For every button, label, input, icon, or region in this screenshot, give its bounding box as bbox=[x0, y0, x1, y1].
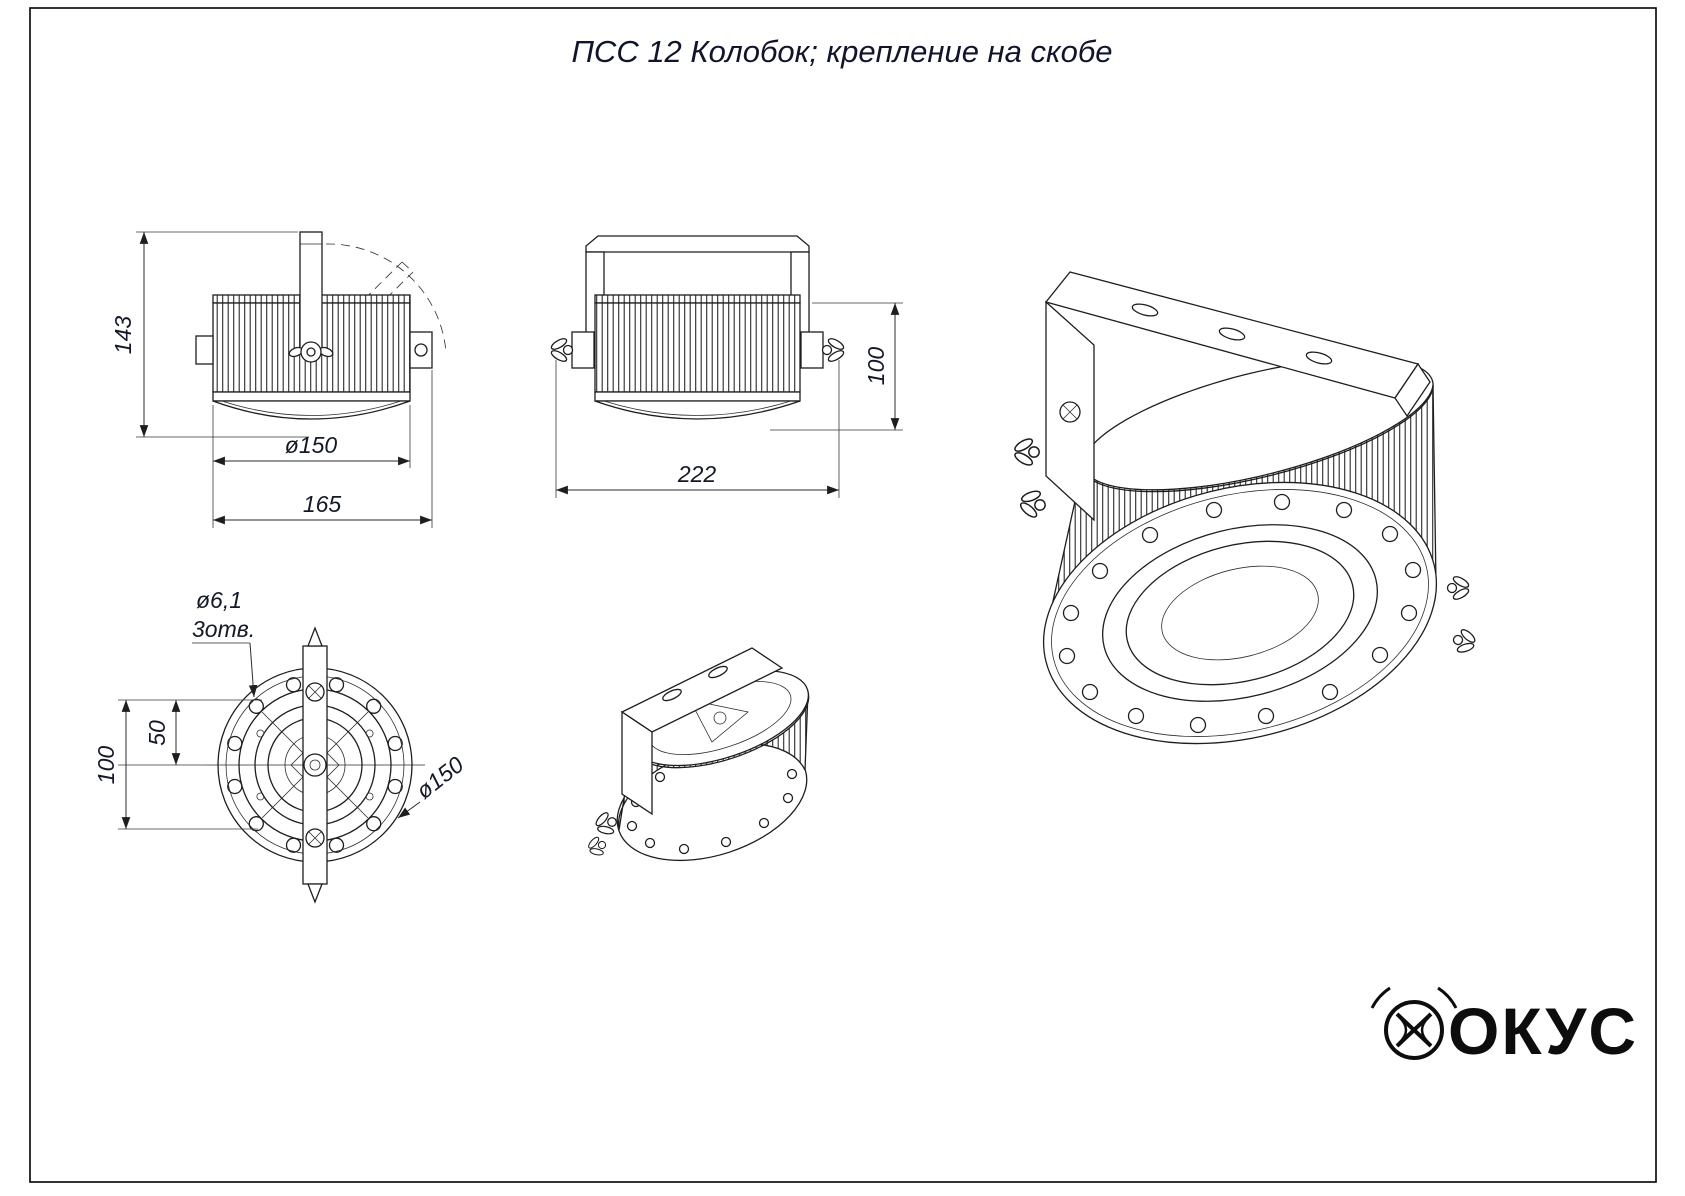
logo-text: ОКУС bbox=[1448, 994, 1638, 1068]
side-height-dim-label: 100 bbox=[863, 347, 889, 386]
pivot-screw bbox=[300, 341, 322, 363]
bracket-handle-bar bbox=[585, 235, 810, 253]
side-view: 100 222 bbox=[549, 235, 903, 498]
plate-slot bbox=[1305, 351, 1333, 365]
plate-slot bbox=[708, 665, 728, 679]
front-height-dim-label: 143 bbox=[110, 316, 136, 355]
rotation-arc bbox=[325, 243, 447, 353]
reflector bbox=[689, 699, 749, 743]
front-width-dim-label: 165 bbox=[303, 491, 342, 517]
bar-tip-top bbox=[307, 626, 323, 647]
plate-slot bbox=[662, 688, 682, 702]
plate-fold bbox=[1394, 362, 1431, 418]
heatsink-top-cap bbox=[594, 294, 801, 304]
lens-dome bbox=[212, 400, 411, 420]
center-hub bbox=[303, 753, 327, 777]
lens-inner-line bbox=[221, 400, 402, 416]
hole-ring bbox=[1058, 493, 1422, 734]
bar-tip-bottom bbox=[307, 883, 323, 904]
bracket-stem bbox=[299, 231, 323, 354]
clamp-plate bbox=[621, 710, 653, 816]
lens-inner-line bbox=[603, 400, 792, 416]
plate-slot bbox=[1131, 303, 1159, 317]
hole-note-leader bbox=[248, 642, 258, 698]
bottom-view: ø6,1 3отв. 50 100 ø150 bbox=[93, 587, 469, 904]
front-lens-dia-dim-label: ø150 bbox=[285, 432, 338, 458]
heatsink-fins bbox=[594, 302, 801, 393]
lens-bezel bbox=[1101, 524, 1379, 702]
plate-slot bbox=[1218, 327, 1246, 341]
drawing-title: ПСС 12 Колобок; крепление на скобе bbox=[571, 34, 1112, 69]
right-clamp-tab bbox=[800, 331, 824, 369]
left-clamp-tab bbox=[571, 331, 595, 369]
clamp-bolt bbox=[414, 343, 428, 357]
bottom-flange bbox=[594, 391, 801, 402]
lens-dome bbox=[594, 400, 801, 420]
side-width-dim-label: 222 bbox=[677, 461, 717, 487]
bottom-half-pitch-dim-label: 50 bbox=[144, 720, 170, 746]
front-view: 143 ø150 165 bbox=[110, 231, 447, 528]
dia-leader bbox=[397, 801, 421, 819]
right-clamp-tab bbox=[409, 331, 433, 369]
fokus-logo: ОКУС bbox=[1370, 986, 1638, 1068]
hole-count-note: 3отв. bbox=[192, 616, 255, 642]
fokus-knot-icon bbox=[1370, 986, 1458, 1060]
lens bbox=[1125, 540, 1355, 686]
hole-dia-note: ø6,1 bbox=[196, 587, 242, 613]
left-clamp-tab bbox=[195, 335, 214, 365]
hole-ring bbox=[227, 677, 403, 853]
bottom-pitch-dim-label: 100 bbox=[93, 746, 119, 785]
iso-large-view bbox=[1012, 271, 1480, 745]
iso-small-view bbox=[584, 647, 810, 862]
bottom-flange bbox=[212, 391, 411, 402]
